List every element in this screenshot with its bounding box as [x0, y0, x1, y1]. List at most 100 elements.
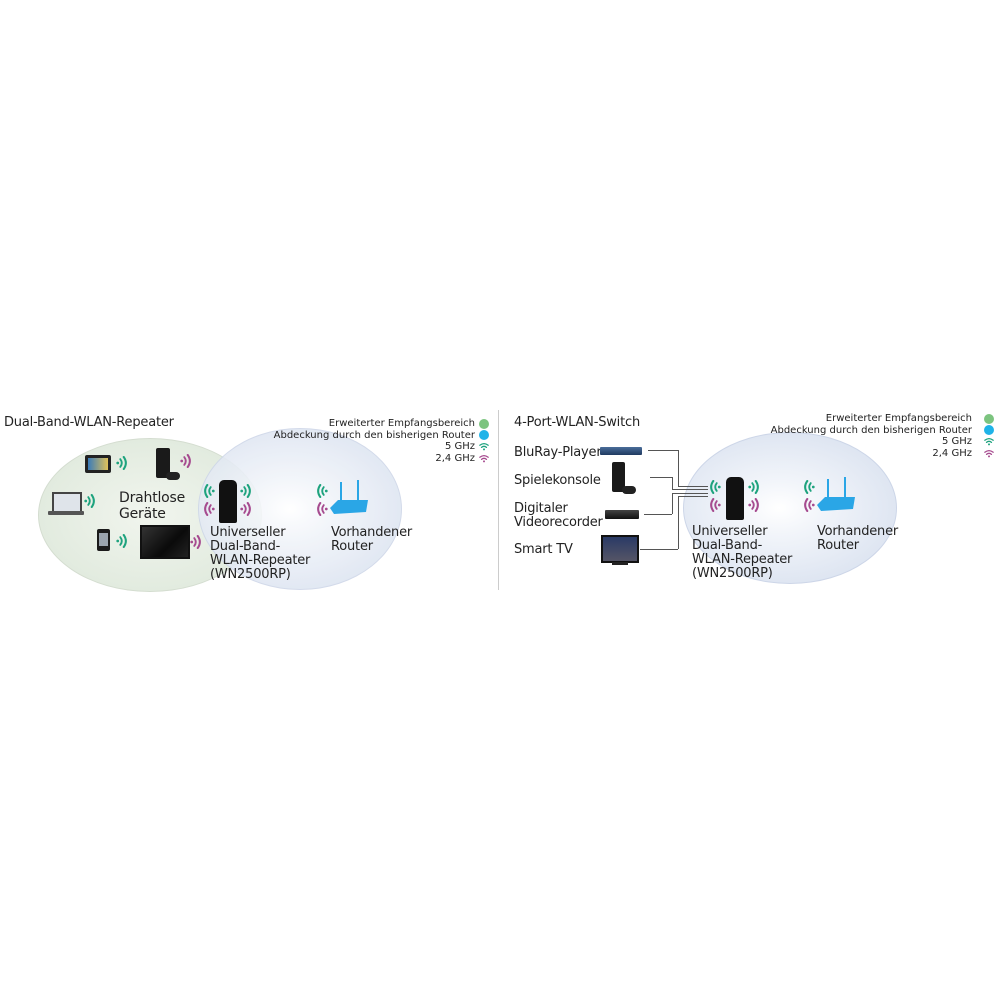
dvr-label: Digitaler Videorecorder: [514, 502, 603, 530]
wifi-24ghz-icon: [203, 502, 215, 516]
legend-label: Abdeckung durch den bisherigen Router: [770, 424, 972, 436]
legend-item: 5 GHz: [274, 441, 489, 453]
legend-right: Erweiterter Empfangsbereich Abdeckung du…: [771, 413, 994, 459]
repeater-device-icon: [219, 480, 237, 523]
label-line: Universeller: [210, 525, 286, 540]
legend-item: Erweiterter Empfangsbereich: [274, 418, 489, 430]
cable-line: [678, 496, 708, 497]
wifi-5ghz-icon: [984, 437, 994, 446]
cable-line: [678, 486, 708, 487]
wifi-5ghz-icon: [479, 442, 489, 451]
wifi-24ghz-icon: [479, 454, 489, 463]
label-line: (WN2500RP): [210, 567, 291, 582]
smartphone-icon: [97, 529, 110, 551]
router-coverage-area: [683, 432, 897, 584]
bluray-player-label: BluRay-Player: [514, 445, 602, 460]
blue-circle-icon: [984, 425, 994, 436]
cable-line: [650, 477, 672, 478]
wifi-5ghz-icon: [116, 534, 128, 548]
green-circle-icon: [984, 413, 994, 424]
wifi-5ghz-icon: [709, 480, 721, 494]
game-console-label: Spielekonsole: [514, 473, 601, 488]
label-line: Dual-Band-: [692, 538, 763, 553]
wifi-24ghz-icon: [316, 502, 328, 516]
cable-line: [648, 450, 678, 451]
label-line: Digitaler: [514, 501, 568, 516]
green-circle-icon: [479, 418, 489, 429]
repeater-device-icon: [726, 477, 744, 520]
smart-tv-label: Smart TV: [514, 542, 573, 557]
cable-line: [672, 493, 708, 494]
router-icon: [330, 480, 368, 514]
wifi-24ghz-icon: [240, 502, 252, 516]
legend-label: Erweiterter Empfangsbereich: [825, 413, 972, 424]
router-label: Vorhandener Router: [817, 525, 898, 553]
wifi-24ghz-icon: [709, 498, 721, 512]
wifi-5ghz-icon: [84, 494, 96, 508]
repeater-label: Universeller Dual-Band- WLAN-Repeater (W…: [692, 525, 792, 581]
cable-line: [672, 493, 673, 514]
repeater-label: Universeller Dual-Band- WLAN-Repeater (W…: [210, 526, 310, 582]
label-line: (WN2500RP): [692, 566, 773, 581]
game-console-icon: [156, 448, 170, 478]
legend-item: Abdeckung durch den bisherigen Router: [274, 430, 489, 442]
cable-line: [678, 450, 679, 486]
label-line: Router: [331, 539, 373, 554]
legend-item: Erweiterter Empfangsbereich: [771, 413, 994, 425]
television-icon: [140, 525, 190, 559]
label-line: Vorhandener: [817, 524, 899, 539]
label-line: Videorecorder: [514, 515, 603, 530]
label-line: Dual-Band-: [210, 539, 281, 554]
label-line: WLAN-Repeater: [692, 552, 793, 567]
legend-left: Erweiterter Empfangsbereich Abdeckung du…: [274, 418, 489, 464]
blue-circle-icon: [479, 430, 489, 441]
label-line: Vorhandener: [331, 525, 413, 540]
legend-item: 2,4 GHz: [274, 453, 489, 465]
wireless-devices-label: Drahtlose Geräte: [119, 490, 185, 522]
router-label: Vorhandener Router: [331, 526, 412, 554]
legend-label: 5 GHz: [941, 436, 972, 447]
label-line: WLAN-Repeater: [210, 553, 311, 568]
wifi-24ghz-icon: [180, 454, 192, 468]
laptop-icon: [52, 492, 82, 512]
wifi-5ghz-icon: [748, 480, 760, 494]
wifi-24ghz-icon: [748, 498, 760, 512]
gamepad-icon: [166, 472, 180, 480]
wifi-5ghz-icon: [803, 480, 815, 494]
tv-stand: [612, 562, 628, 565]
wifi-5ghz-icon: [316, 484, 328, 498]
laptop-base: [48, 511, 84, 515]
bluray-player-icon: [600, 447, 642, 455]
cable-line: [672, 489, 708, 490]
smart-tv-icon: [601, 535, 639, 563]
cable-line: [644, 514, 672, 515]
left-panel-title: Dual-Band-WLAN-Repeater: [4, 415, 174, 430]
wifi-5ghz-icon: [203, 484, 215, 498]
wifi-24ghz-icon: [803, 498, 815, 512]
legend-label: 2,4 GHz: [435, 452, 475, 464]
wifi-24ghz-icon: [984, 449, 994, 458]
cable-line: [678, 496, 679, 549]
router-icon: [817, 477, 855, 511]
legend-item: Abdeckung durch den bisherigen Router: [771, 425, 994, 437]
wifi-5ghz-icon: [116, 456, 128, 470]
right-panel-title: 4-Port-WLAN-Switch: [514, 415, 640, 430]
legend-label: 5 GHz: [444, 441, 475, 452]
wifi-5ghz-icon: [240, 484, 252, 498]
legend-label: 2,4 GHz: [932, 447, 972, 459]
gamepad-icon: [622, 486, 636, 494]
game-console-icon: [612, 462, 625, 492]
cable-line: [672, 477, 673, 489]
label-line: Router: [817, 538, 859, 553]
legend-label: Abdeckung durch den bisherigen Router: [273, 429, 475, 441]
wifi-24ghz-icon: [190, 535, 202, 549]
cable-line: [640, 549, 678, 550]
label-line: Universeller: [692, 524, 768, 539]
label-line: Drahtlose: [119, 490, 186, 506]
panel-divider: [498, 410, 499, 590]
legend-item: 2,4 GHz: [771, 448, 994, 460]
label-line: Geräte: [119, 506, 166, 522]
tablet-icon: [85, 455, 111, 473]
legend-item: 5 GHz: [771, 436, 994, 448]
dvr-icon: [605, 510, 639, 519]
